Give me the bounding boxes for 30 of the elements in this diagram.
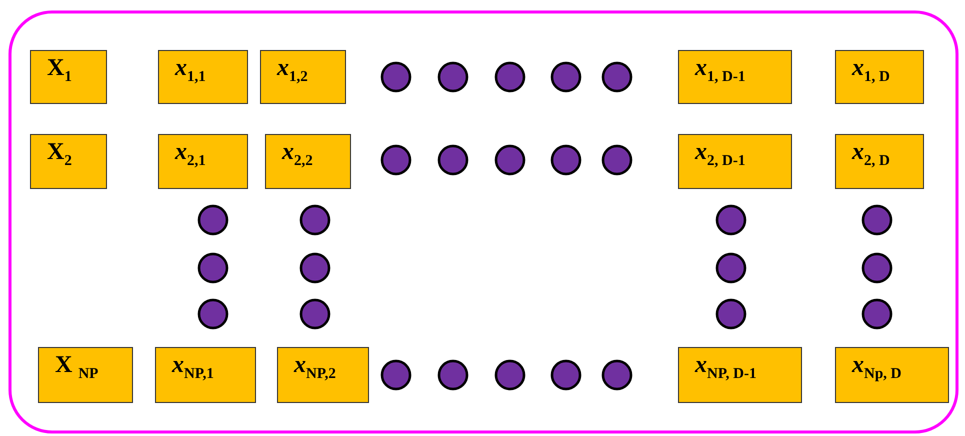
variable-label: x$_{Np, D}$ (852, 352, 902, 383)
matrix-cell-box (38, 347, 133, 403)
variable-label: x$_{1,1}$ (175, 55, 206, 86)
variable-label: x$_{2,1}$ (175, 139, 206, 170)
matrix-cell-box (835, 134, 924, 189)
matrix-cell-box (30, 134, 107, 189)
variable-label: X$_{1}$ (47, 55, 72, 86)
matrix-cell-box (678, 50, 792, 104)
matrix-cell-box (678, 134, 792, 189)
matrix-cell-box (265, 134, 351, 189)
variable-label: x$_{2, D}$ (852, 139, 890, 170)
variable-label: x$_{1, D-1}$ (695, 55, 746, 86)
matrix-cell-box (277, 347, 369, 403)
matrix-cell-box (158, 134, 248, 189)
matrix-cell-box (158, 50, 248, 104)
matrix-cell-box (260, 50, 346, 104)
matrix-cell-box (835, 50, 924, 104)
variable-label: x$_{1, D}$ (852, 55, 890, 86)
variable-label: x$_{NP, D-1}$ (695, 352, 756, 383)
variable-label: x$_{2, D-1}$ (695, 139, 746, 170)
variable-label: x$_{NP,1}$ (172, 352, 214, 383)
matrix-cell-box (678, 347, 802, 403)
matrix-cell-box (835, 347, 949, 403)
variable-label: x$_{1,2}$ (277, 55, 308, 86)
variable-label: X$_{2}$ (47, 139, 72, 170)
variable-label: x$_{NP,2}$ (294, 352, 336, 383)
variable-label: x$_{2,2}$ (282, 139, 313, 170)
matrix-cell-box (30, 50, 107, 104)
variable-label: X $_{NP}$ (55, 352, 98, 383)
matrix-cell-box (155, 347, 256, 403)
